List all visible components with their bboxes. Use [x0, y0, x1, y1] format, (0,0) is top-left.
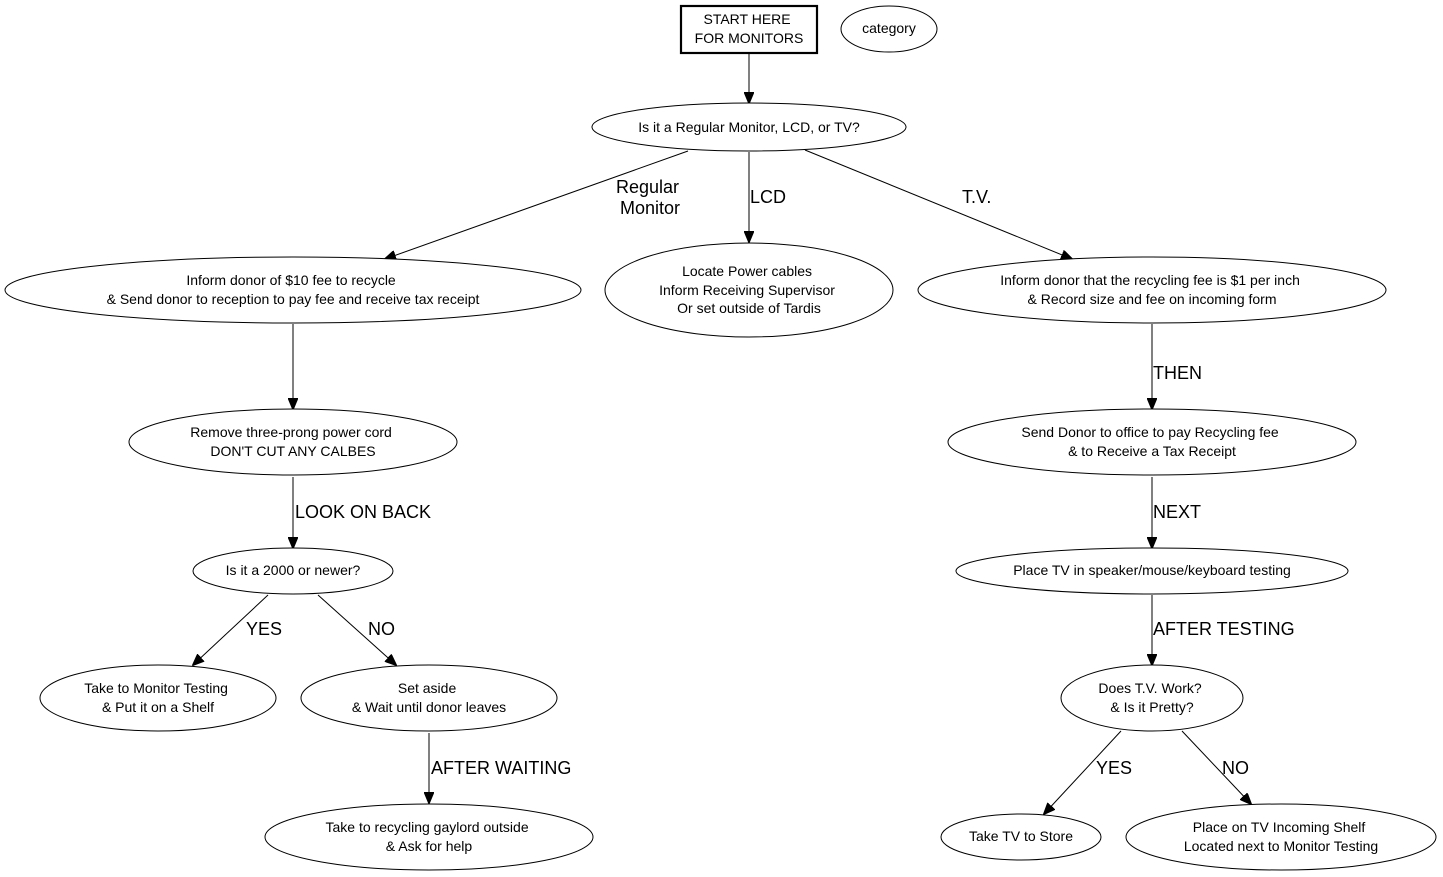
- question-tv-works-node: Does T.V. Work? & Is it Pretty?: [1060, 664, 1244, 732]
- edge-2000-no: [317, 594, 396, 665]
- question-2000-node: Is it a 2000 or newer?: [192, 547, 394, 595]
- svg-text:Take TV to Store: Take TV to Store: [969, 828, 1073, 844]
- edge-2000-yes: [193, 594, 269, 665]
- regular-fee-node: Inform donor of $10 fee to recycle & Sen…: [4, 256, 582, 324]
- edge-label-tv-work-yes: YES: [1096, 758, 1132, 778]
- tv-store-node: Take TV to Store: [940, 813, 1102, 861]
- edge-label-after-waiting: AFTER WAITING: [431, 758, 571, 778]
- edge-label-2000-yes: YES: [246, 619, 282, 639]
- svg-text:Inform donor of $10 fee to rec: Inform donor of $10 fee to recycle & Sen…: [107, 272, 480, 307]
- svg-text:START HERE FOR MONITOR: START HERE FOR MONITORS: [695, 11, 804, 46]
- tv-testing-node: Place TV in speaker/mouse/keyboard testi…: [955, 547, 1349, 595]
- send-office-node: Send Donor to office to pay Recycling fe…: [947, 408, 1357, 476]
- edge-tv-work-yes: [1044, 730, 1122, 814]
- svg-text:Set aside & Wait until: Set aside & Wait until donor leaves: [352, 680, 506, 715]
- edge-question-to-tv-fee: [804, 149, 1072, 259]
- edge-label-after-testing: AFTER TESTING: [1153, 619, 1295, 639]
- lcd-node: Locate Power cables Inform Receiving Sup…: [604, 242, 894, 338]
- edge-label-tv-work-no: NO: [1222, 758, 1249, 778]
- svg-text:Take to Monitor Testing: Take to Monitor Testing & Put it on a Sh…: [84, 680, 232, 715]
- edge-label-then: THEN: [1153, 363, 1202, 383]
- start-node: START HERE FOR MONITORS: [679, 4, 819, 55]
- tv-fee-node: Inform donor that the recycling fee is $…: [917, 256, 1387, 324]
- svg-text:category: category: [862, 20, 916, 36]
- svg-text:Place on TV Incoming Shelf: Place on TV Incoming Shelf Located next …: [1184, 819, 1378, 854]
- legend-category-node: category: [840, 5, 938, 53]
- svg-text:Take to recycling gaylord outs: Take to recycling gaylord outside & Ask …: [326, 819, 533, 854]
- edge-label-lcd: LCD: [750, 187, 786, 207]
- svg-text:Send Donor to office to pay Re: Send Donor to office to pay Recycling fe…: [1021, 424, 1282, 459]
- edge-label-regular-monitor: Regular Monitor: [616, 177, 684, 218]
- svg-text:Is it a Regular Monitor, LCD,: Is it a Regular Monitor, LCD, or TV?: [638, 119, 860, 135]
- gaylord-node: Take to recycling gaylord outside & Ask …: [264, 803, 594, 871]
- svg-text:Is it a 2000 or newer?: Is it a 2000 or newer?: [226, 562, 361, 578]
- remove-cord-node: Remove three-prong power cord DON'T CUT …: [128, 408, 458, 476]
- monitor-testing-node: Take to Monitor Testing & Put it on a Sh…: [39, 664, 277, 732]
- nodes: START HERE FOR MONITORS category Is it a…: [4, 4, 1437, 871]
- edge-label-look-on-back: LOOK ON BACK: [295, 502, 431, 522]
- svg-text:Remove three-prong power cord: Remove three-prong power cord DON'T CUT …: [190, 424, 395, 459]
- svg-text:Does T.V. Work? & Is i: Does T.V. Work? & Is it Pretty?: [1098, 680, 1205, 715]
- edges: Regular Monitor LCD T.V. THEN LOOK ON BA…: [193, 54, 1295, 814]
- edge-tv-work-no: [1181, 730, 1251, 804]
- svg-text:Inform donor that the recyclin: Inform donor that the recycling fee is $…: [1000, 272, 1304, 307]
- question-monitor-type-node: Is it a Regular Monitor, LCD, or TV?: [591, 102, 907, 152]
- edge-question-to-regular-fee: [385, 150, 689, 259]
- tv-shelf-node: Place on TV Incoming Shelf Located next …: [1125, 803, 1437, 871]
- svg-text:Locate Power cables In: Locate Power cables Inform Receiving Sup…: [659, 263, 839, 316]
- svg-text:Place TV in speaker/mouse/keyb: Place TV in speaker/mouse/keyboard testi…: [1013, 562, 1291, 578]
- edge-label-2000-no: NO: [368, 619, 395, 639]
- edge-label-tv: T.V.: [962, 187, 991, 207]
- set-aside-node: Set aside & Wait until donor leaves: [300, 664, 558, 732]
- edge-label-next: NEXT: [1153, 502, 1201, 522]
